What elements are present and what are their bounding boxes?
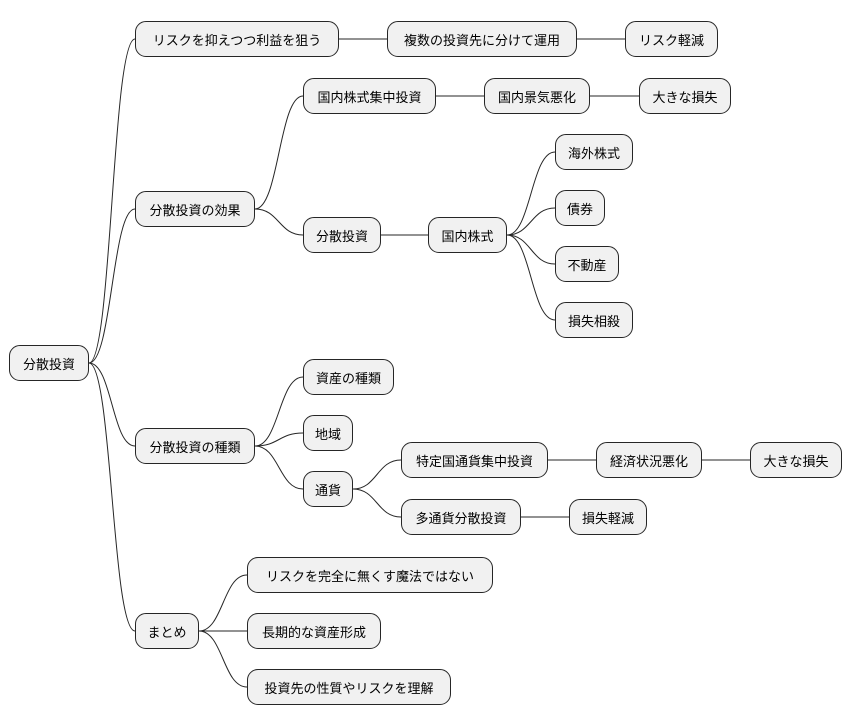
branch-effect-node: 分散投資の効果: [135, 191, 255, 227]
connector-branch-types-node-to-currency-node: [254, 445, 304, 490]
connector-branch-effect-node-to-domestic-concentrated-node: [254, 95, 304, 210]
branch-summary-node: まとめ: [135, 613, 199, 649]
loss-reduction-node: 損失軽減: [569, 499, 647, 535]
root-node: 分散投資: [9, 345, 89, 381]
summary-item-2: 長期的な資産形成: [247, 613, 381, 649]
large-loss-node-1: 大きな損失: [639, 78, 731, 114]
connector-branch-types-node-to-asset-types-node: [254, 376, 304, 447]
loss-offset-node: 損失相殺: [555, 302, 633, 338]
connector-branch-summary-node-to-summary-item-3: [198, 630, 248, 688]
branch-risk-node: リスクを抑えつつ利益を狙う: [135, 21, 339, 57]
domestic-concentrated-node: 国内株式集中投資: [303, 78, 436, 114]
connector-root-node-to-branch-types-node: [88, 362, 136, 447]
summary-item-3: 投資先の性質やリスクを理解: [247, 669, 451, 705]
connector-domestic-stocks-node-to-foreign-stocks-node: [506, 151, 556, 236]
diversify-operation-node: 複数の投資先に分けて運用: [387, 21, 577, 57]
economic-downturn-node: 経済状況悪化: [596, 442, 702, 478]
diversified-investment-node: 分散投資: [303, 217, 381, 253]
domestic-recession-node: 国内景気悪化: [484, 78, 590, 114]
connector-domestic-stocks-node-to-loss-offset-node: [506, 234, 556, 321]
connector-branch-effect-node-to-diversified-investment-node: [254, 208, 304, 236]
foreign-stocks-node: 海外株式: [555, 134, 633, 170]
connector-branch-types-node-to-region-node: [254, 432, 304, 447]
branch-types-node: 分散投資の種類: [135, 428, 255, 464]
connector-domestic-stocks-node-to-real-estate-node: [506, 234, 556, 265]
large-loss-node-2: 大きな損失: [750, 442, 842, 478]
domestic-stocks-node: 国内株式: [428, 217, 507, 253]
connector-root-node-to-branch-summary-node: [88, 362, 136, 632]
connector-root-node-to-branch-effect-node: [88, 208, 136, 364]
summary-item-1: リスクを完全に無くす魔法ではない: [247, 557, 493, 593]
connector-branch-summary-node-to-summary-item-1: [198, 574, 248, 632]
connector-currency-node-to-single-currency-node: [352, 459, 402, 490]
connector-root-node-to-branch-risk-node: [88, 38, 136, 364]
connector-domestic-stocks-node-to-bonds-node: [506, 207, 556, 236]
risk-reduction-node: リスク軽減: [625, 21, 718, 57]
single-currency-node: 特定国通貨集中投資: [401, 442, 548, 478]
region-node: 地域: [303, 415, 353, 451]
currency-node: 通貨: [303, 471, 353, 507]
bonds-node: 債券: [555, 190, 605, 226]
asset-types-node: 資産の種類: [303, 359, 394, 395]
multi-currency-node: 多通貨分散投資: [401, 499, 521, 535]
connector-currency-node-to-multi-currency-node: [352, 488, 402, 518]
real-estate-node: 不動産: [555, 246, 619, 282]
